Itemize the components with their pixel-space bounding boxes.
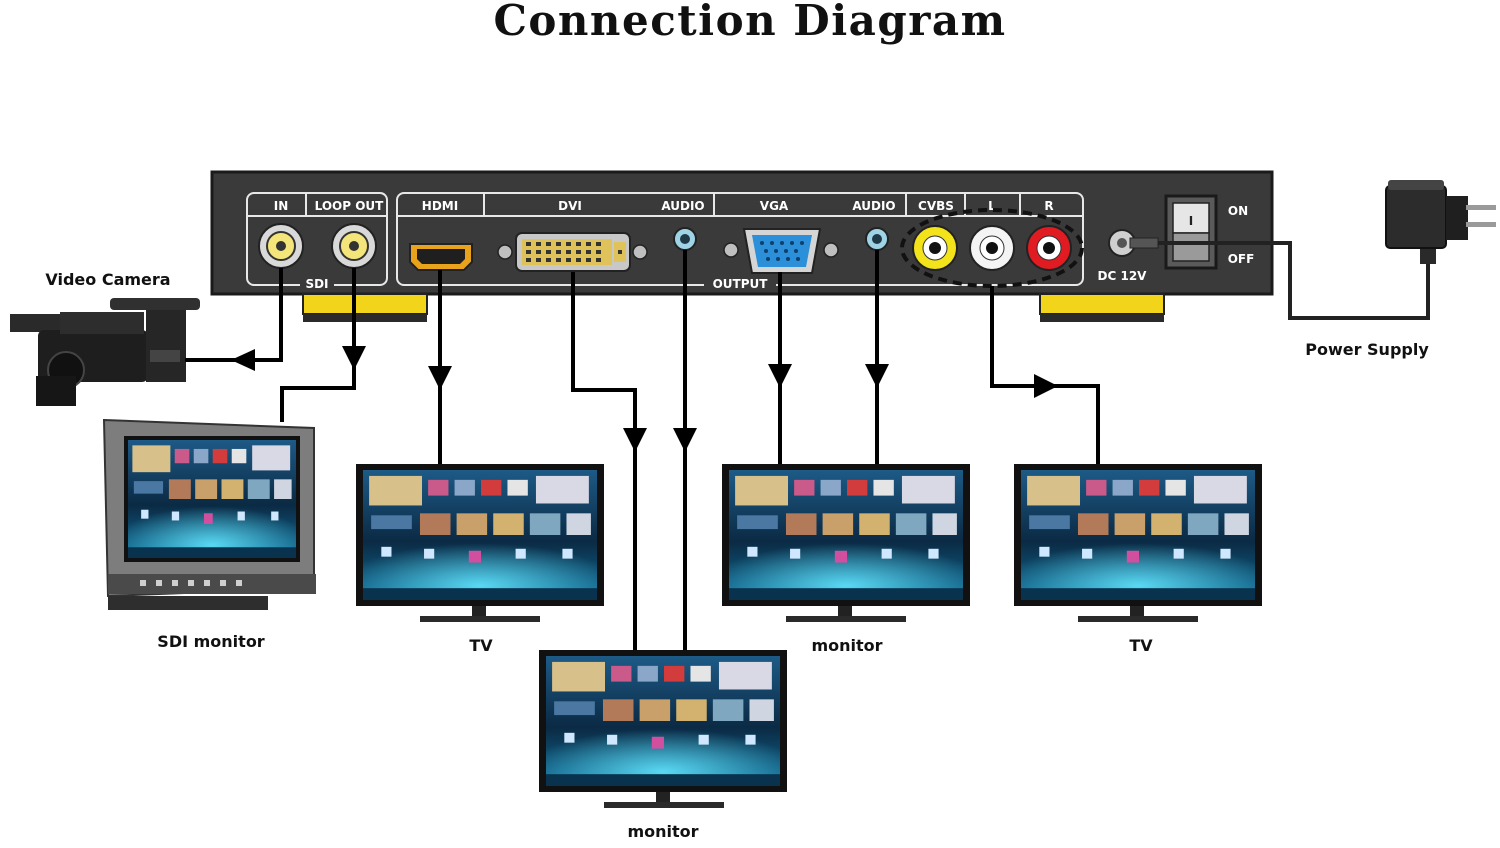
rca-highlight (900, 208, 1084, 288)
dvi-to-monitor-line (571, 272, 637, 650)
audio-left-label: L (988, 199, 996, 213)
dvi-port (497, 232, 648, 272)
arrow-dvi (623, 428, 647, 452)
diagram-title: Connection Diagram (493, 0, 1007, 45)
monitor-dvi (539, 650, 787, 808)
tv-hdmi-label: TV (469, 636, 493, 655)
arrow-vga (768, 364, 792, 388)
sdi-loop-out-label: LOOP OUT (315, 199, 385, 213)
bnc-loop-out-port (331, 223, 377, 269)
tv-cvbs (1014, 464, 1262, 622)
bnc-in-port (258, 223, 304, 269)
rca-cvbs-port (912, 225, 958, 271)
arrow-cvbs (1034, 374, 1058, 398)
sdi-monitor-label: SDI monitor (157, 632, 265, 651)
audio-jack-1 (673, 227, 697, 251)
video-camera-label: Video Camera (45, 270, 170, 289)
switch-off-label: OFF (1228, 252, 1255, 266)
audio-right-label: R (1044, 199, 1053, 213)
power-supply-label: Power Supply (1305, 340, 1429, 359)
cvbs-label: CVBS (918, 199, 954, 213)
audio-label-2: AUDIO (852, 199, 895, 213)
sdi-monitor (102, 418, 316, 610)
vga-port (723, 228, 839, 274)
monitor-vga (722, 464, 970, 622)
rca-left-port (969, 225, 1015, 271)
sdi-in-label: IN (274, 199, 289, 213)
sdi-group-label: SDI (305, 277, 328, 291)
loop-out-to-sdi-monitor-line (280, 268, 356, 422)
tv-hdmi (356, 464, 604, 622)
connection-arrows (231, 346, 1058, 452)
dc-power-jack (1108, 229, 1136, 257)
arrow-audio-1 (673, 428, 697, 452)
dvi-label: DVI (558, 199, 582, 213)
rca-right-port (1026, 225, 1072, 271)
switch-mark: I (1189, 214, 1193, 228)
power-supply-adapter (1129, 180, 1496, 320)
panel-foot-right (1039, 293, 1165, 315)
hdmi-label: HDMI (422, 199, 458, 213)
tv-cvbs-label: TV (1129, 636, 1153, 655)
audio-label-1: AUDIO (661, 199, 704, 213)
arrow-audio-2 (865, 364, 889, 388)
audio-jack-2 (865, 227, 889, 251)
arrow-camera (231, 349, 255, 371)
power-switch (1164, 194, 1218, 270)
monitor-vga-label: monitor (811, 636, 882, 655)
camera-to-sdi-in-line (185, 268, 283, 362)
panel-foot-left (302, 293, 428, 315)
video-camera (10, 298, 200, 406)
hdmi-port (409, 243, 473, 271)
monitor-dvi-label: monitor (627, 822, 698, 841)
dc-label: DC 12V (1098, 269, 1148, 283)
output-group-label: OUTPUT (713, 277, 769, 291)
switch-on-label: ON (1228, 204, 1248, 218)
arrow-hdmi (428, 366, 452, 390)
converter-device: IN LOOP OUT SDI HDMI DVI AUDIO VGA AUDIO… (210, 170, 1274, 322)
vga-label: VGA (760, 199, 789, 213)
arrow-loop-out (342, 346, 366, 370)
